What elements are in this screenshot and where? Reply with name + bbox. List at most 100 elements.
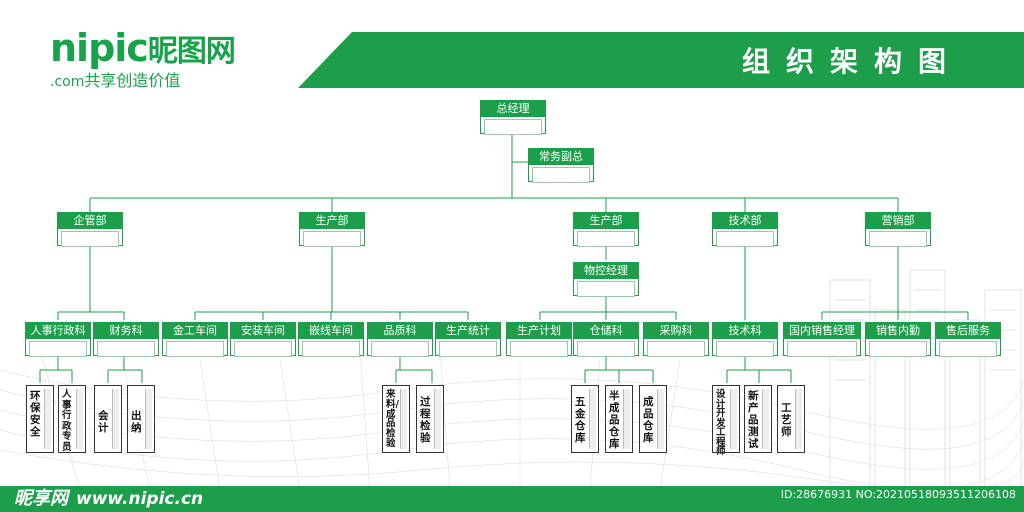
node-label: 生产部 (574, 213, 638, 229)
footer-id: ID:28676931 NO:20210518093511206108 (776, 484, 1016, 506)
node-section: 嵌线车间 (298, 322, 364, 357)
leaf-bar (762, 389, 769, 449)
node-section: 安装车间 (230, 322, 296, 357)
node-field (647, 341, 705, 357)
node-label: 生产统计 (436, 323, 500, 339)
leaf-label: 五金仓库 (575, 396, 586, 444)
leaf-label: 出纳 (131, 410, 142, 434)
node-label: 企管部 (58, 213, 122, 229)
footer-brand: 昵享网 (14, 488, 68, 509)
leaf-bar (623, 389, 630, 449)
node-label: 采购科 (644, 323, 708, 339)
leaf-label: 成品仓库 (643, 396, 654, 444)
node-section: 售后服务 (935, 322, 1001, 357)
node-field (532, 167, 590, 183)
node-field (716, 341, 774, 357)
node-label: 人事行政科 (26, 323, 90, 339)
footer-watermark: 昵享网 www.nipic.cn (14, 488, 203, 510)
node-label: 销售内勤 (866, 323, 930, 339)
logo-slogan: 共享创造价值 (84, 71, 181, 90)
leaf-node: 五金仓库 (571, 385, 599, 453)
leaf-node: 过程检验 (416, 385, 444, 453)
node-label: 品质科 (368, 323, 432, 339)
node-section: 人事行政科 (25, 322, 91, 357)
leaf-bar (730, 389, 737, 449)
logo-wordmark: nipic昵图网 (50, 26, 236, 72)
leaf-node: 工艺师 (777, 385, 805, 453)
node-dept-production-2: 生产部 (573, 212, 639, 247)
node-section: 仓储科 (573, 322, 639, 357)
node-label: 物控经理 (574, 263, 638, 279)
leaf-label: 环保安全 (30, 390, 41, 438)
node-material-control-manager: 物控经理 (573, 262, 639, 297)
node-label: 生产计划 (507, 323, 571, 339)
node-field (61, 231, 119, 247)
leaf-label: 人事行政专员 (62, 389, 72, 453)
node-dept-sales: 营销部 (865, 212, 931, 247)
footer-id-text: ID:28676931 NO:20210518093511206108 (780, 488, 1016, 501)
node-field (97, 341, 155, 357)
node-label: 常务副总 (529, 149, 593, 165)
leaf-node: 出纳 (127, 385, 155, 453)
node-field (716, 231, 774, 247)
node-field (234, 341, 292, 357)
footer-url: www.nipic.cn (76, 489, 204, 509)
node-field (577, 231, 635, 247)
node-field (869, 341, 927, 357)
node-dept-admin: 企管部 (57, 212, 123, 247)
node-field (303, 231, 361, 247)
node-section: 金工车间 (162, 322, 228, 357)
leaf-bar (434, 389, 441, 449)
leaf-bar (44, 389, 51, 449)
leaf-label: 会计 (98, 410, 109, 434)
node-field (787, 341, 857, 357)
node-section: 采购科 (643, 322, 709, 357)
node-field (302, 341, 360, 357)
node-section: 生产统计 (435, 322, 501, 357)
leaf-node: 设计开发工程师 (712, 385, 740, 456)
leaf-node: 人事行政专员 (58, 385, 86, 453)
leaf-bar (657, 389, 664, 449)
node-label: 售后服务 (936, 323, 1000, 339)
leaf-bar (76, 389, 83, 449)
node-label: 生产部 (300, 213, 364, 229)
leaf-bar (112, 389, 119, 449)
node-label: 仓储科 (574, 323, 638, 339)
title-band (298, 32, 1024, 88)
node-section: 生产计划 (506, 322, 572, 357)
node-field (577, 281, 635, 297)
node-label: 嵌线车间 (299, 323, 363, 339)
node-field (484, 119, 542, 135)
leaf-node: 成品仓库 (639, 385, 667, 453)
logo-domain: .com (50, 74, 85, 90)
node-field (939, 341, 997, 357)
node-label: 营销部 (866, 213, 930, 229)
logo-tagline: .com共享创造价值 (50, 72, 235, 91)
node-label: 安装车间 (231, 323, 295, 339)
node-label: 金工车间 (163, 323, 227, 339)
leaf-label: 来料/成品检验 (386, 389, 399, 449)
leaf-label: 过程检验 (420, 396, 431, 444)
leaf-node: 新产品测试 (744, 385, 772, 453)
node-general-manager: 总经理 (480, 100, 546, 135)
node-section: 品质科 (367, 322, 433, 357)
leaf-label: 新产品测试 (748, 390, 759, 450)
leaf-label: 工艺师 (781, 402, 792, 438)
node-dept-production-1: 生产部 (299, 212, 365, 247)
node-label: 总经理 (481, 101, 545, 117)
node-field (166, 341, 224, 357)
logo-brand: nipic (50, 26, 149, 70)
leaf-label: 半成品仓库 (609, 390, 620, 450)
leaf-bar (400, 389, 407, 449)
footer-bar (0, 486, 1024, 512)
leaf-node: 环保安全 (26, 385, 54, 453)
node-label: 国内销售经理 (784, 323, 860, 339)
leaf-node: 会计 (94, 385, 122, 453)
nipic-logo: nipic昵图网 .com共享创造价值 (50, 26, 236, 91)
leaf-bar (589, 389, 596, 449)
node-section: 财务科 (93, 322, 159, 357)
node-deputy: 常务副总 (528, 148, 594, 183)
node-label: 财务科 (94, 323, 158, 339)
